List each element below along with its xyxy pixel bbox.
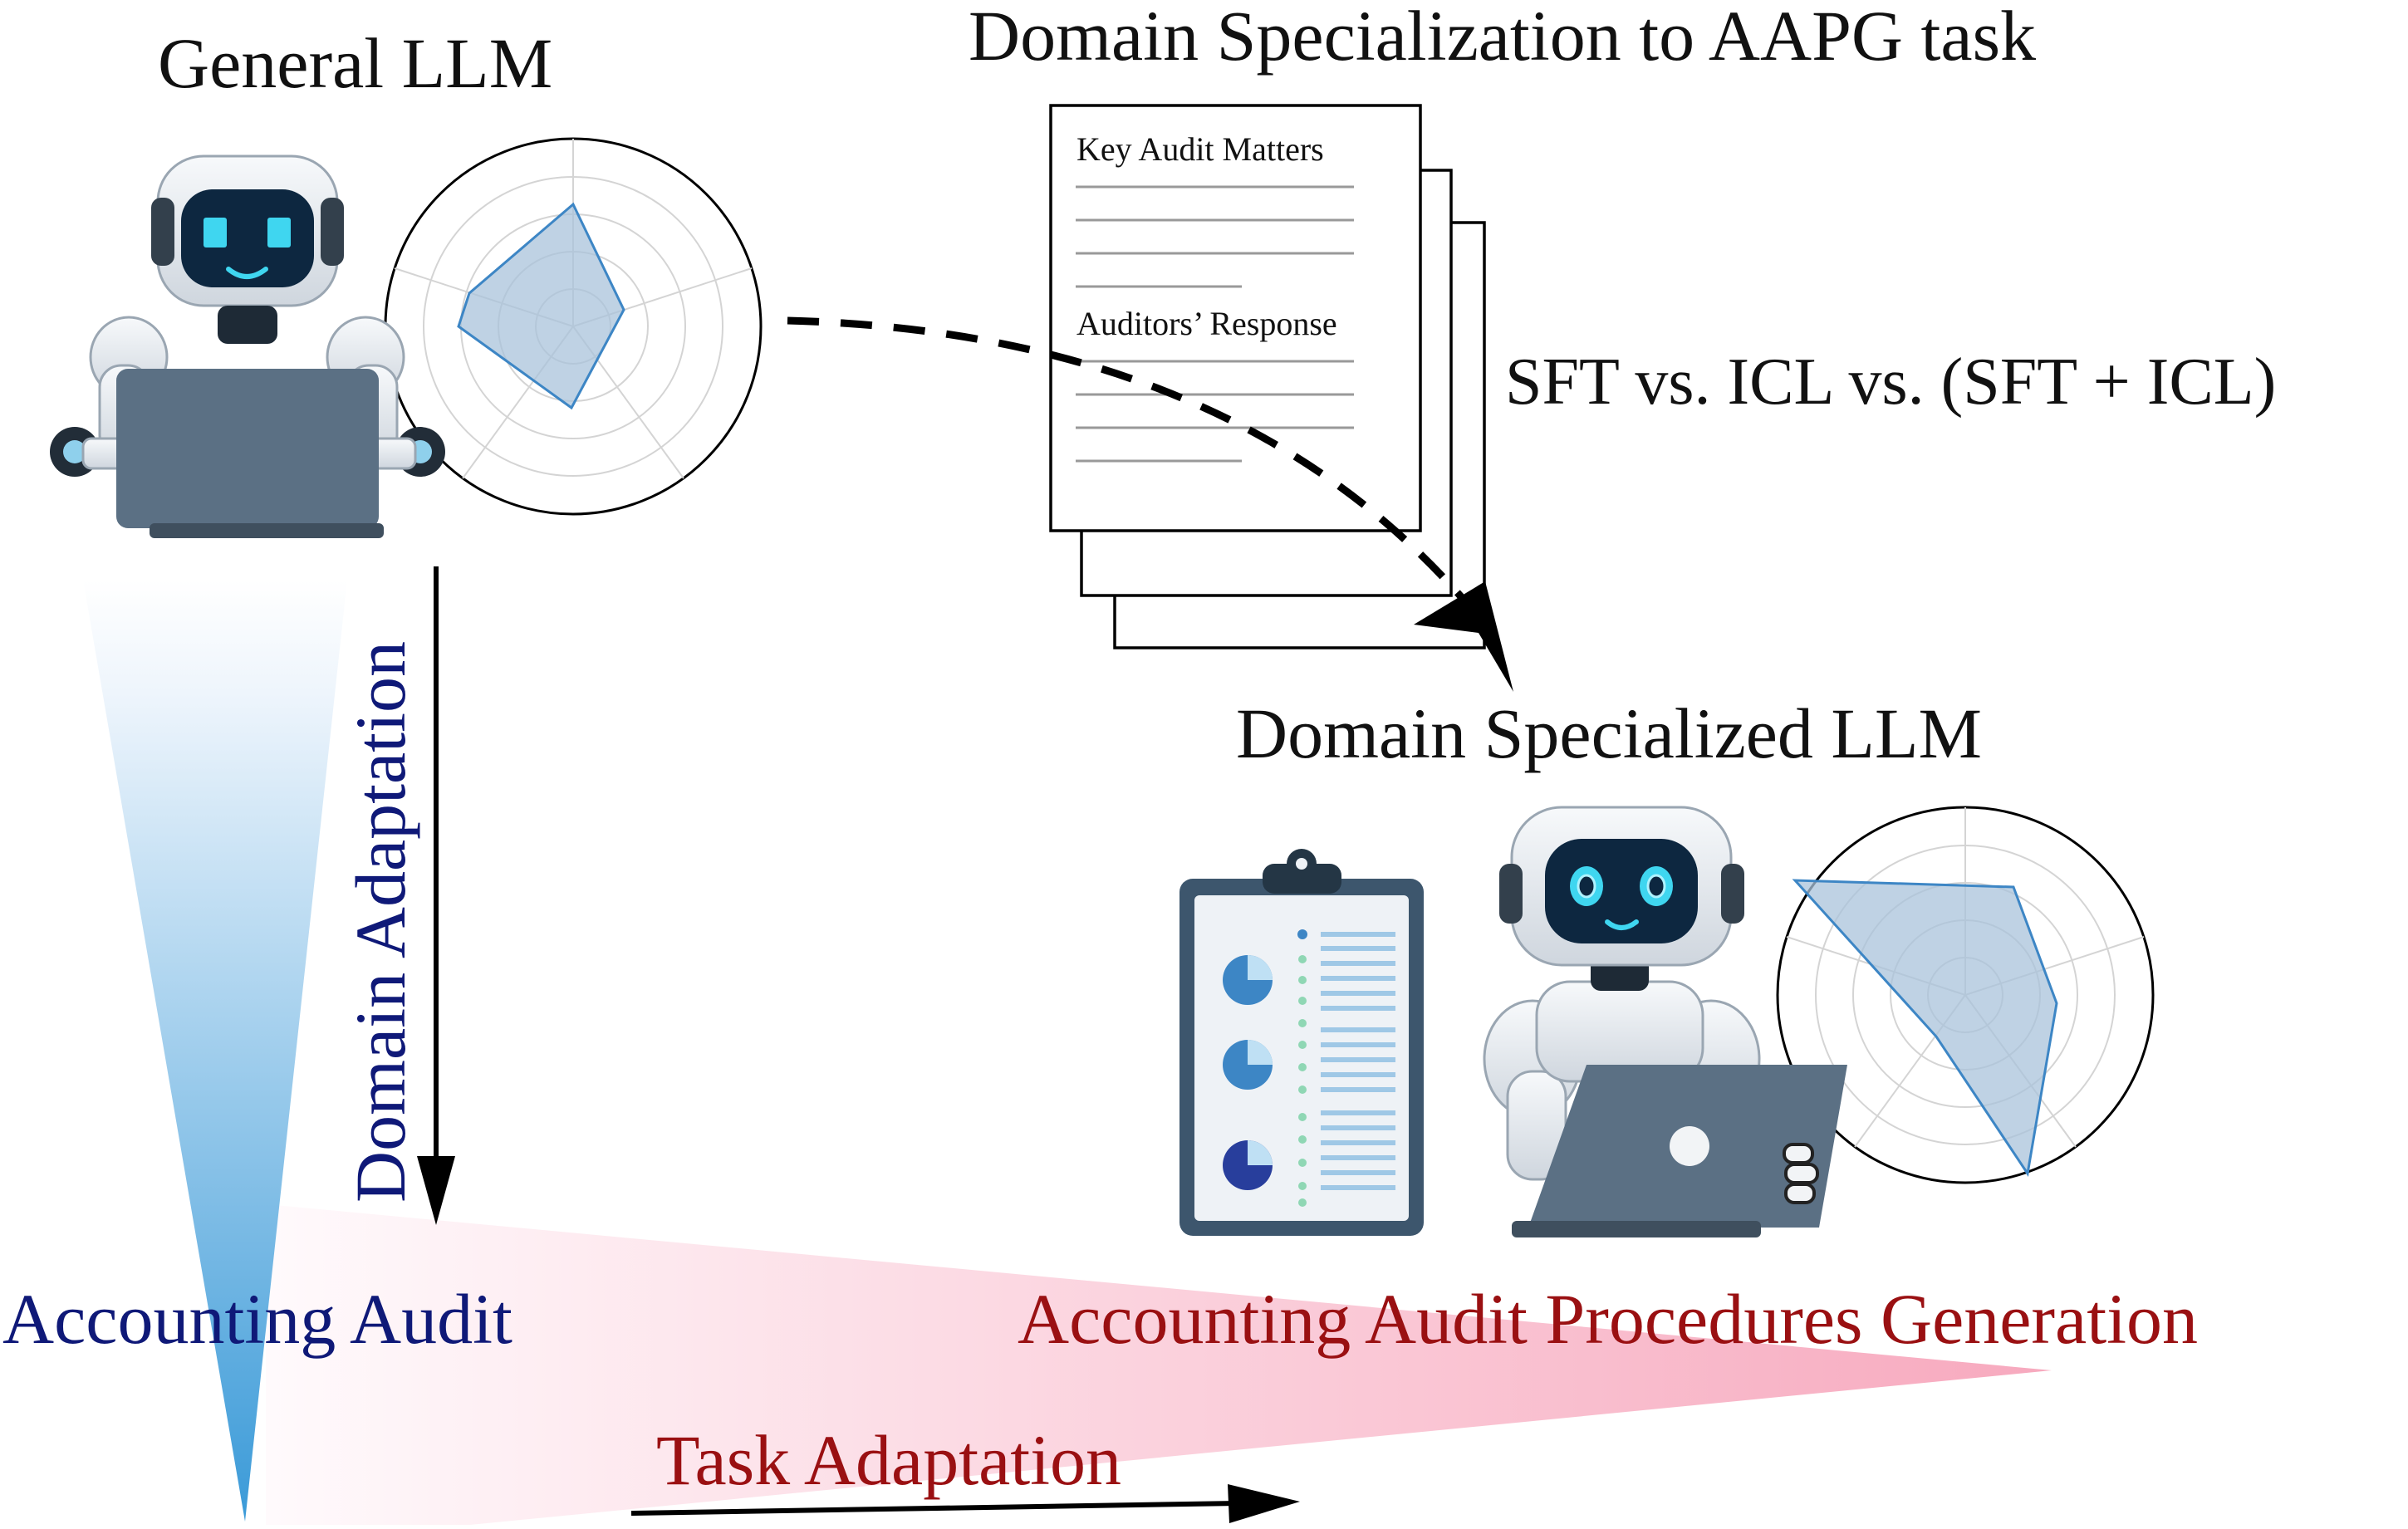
aapg-label: Accounting Audit Procedures Generation bbox=[1018, 1279, 2199, 1359]
pie-chart-icon bbox=[1223, 1040, 1273, 1090]
domain-specialization-title: Domain Specialization to AAPG task bbox=[969, 0, 2037, 76]
task-adaptation-label: Task Adaptation bbox=[656, 1420, 1122, 1500]
domain-specialized-llm-title: Domain Specialized LLM bbox=[1236, 693, 1982, 773]
accounting-audit-label: Accounting Audit bbox=[2, 1279, 512, 1359]
key-audit-matters-heading: Key Audit Matters bbox=[1076, 130, 1324, 168]
laptop-icon bbox=[116, 369, 384, 538]
clipboard-report-icon bbox=[1179, 849, 1424, 1236]
task-adaptation-arrow bbox=[630, 1484, 1300, 1523]
domain-adaptation-arrow bbox=[417, 566, 455, 1225]
domain-adaptation-wedge bbox=[83, 580, 347, 1522]
domain-adaptation-label: Domain Adaptation bbox=[341, 641, 420, 1203]
laptop-icon bbox=[1512, 1065, 1847, 1237]
specialization-flow-arrow bbox=[787, 316, 1513, 692]
auditors-response-heading: Auditors’ Response bbox=[1076, 305, 1337, 342]
radar-chart-icon bbox=[384, 137, 763, 516]
methods-comparison-label: SFT vs. ICL vs. (SFT + ICL) bbox=[1505, 345, 2277, 419]
task-adaptation-wedge bbox=[266, 1204, 2052, 1529]
general-llm-title: General LLM bbox=[158, 23, 553, 103]
radar-chart-icon bbox=[1776, 806, 2155, 1184]
pie-chart-icon bbox=[1223, 1140, 1273, 1190]
pie-chart-icon bbox=[1223, 955, 1273, 1005]
